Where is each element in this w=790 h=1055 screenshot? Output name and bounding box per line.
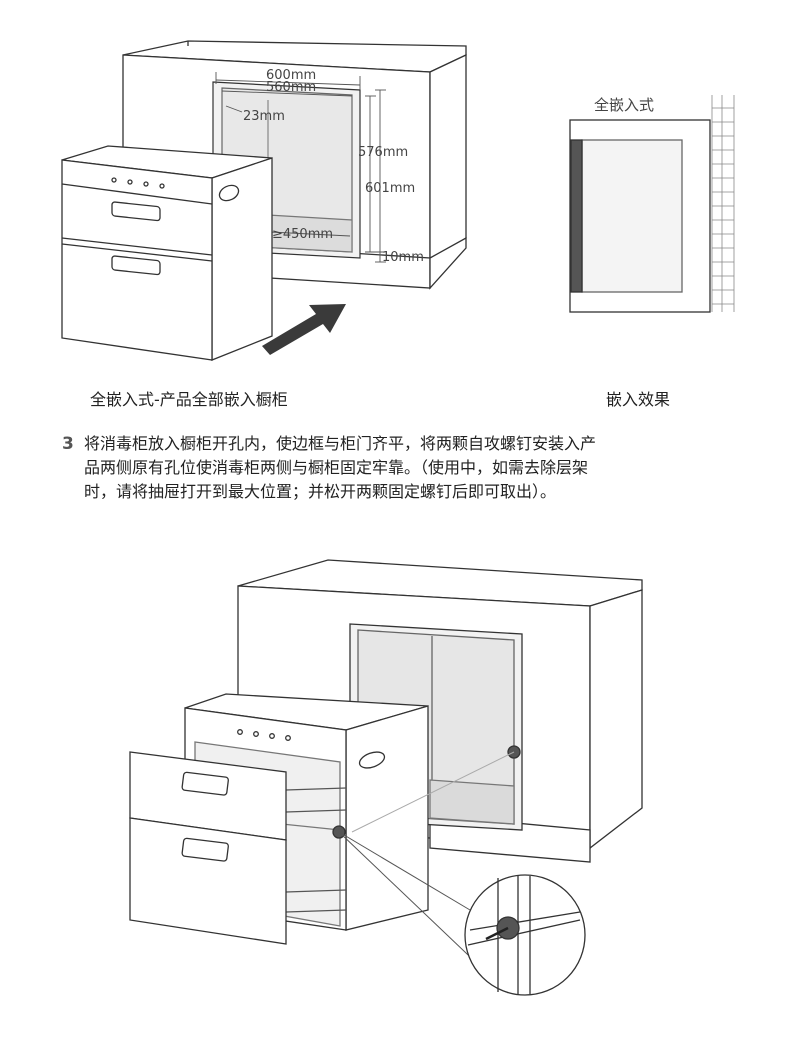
figure2-label: 全嵌入式 [594, 96, 655, 114]
step-line-1: 将消毒柜放入橱柜开孔内，使边框与柜门齐平，将两颗自攻螺钉安装入产 [84, 434, 597, 453]
step-line-2: 品两侧原有孔位使消毒柜两侧与橱柜固定牢靠。（使用中，如需去除层架 [84, 458, 589, 477]
wall-grid [711, 95, 735, 312]
figure1-dimension-lines [215, 72, 386, 263]
dim-side-gap: 23mm [243, 109, 285, 124]
dim-height-inner: 576mm [358, 145, 408, 160]
dim-height-outer: 601mm [365, 181, 415, 196]
step-number: 3 [62, 434, 74, 454]
screw-detail-magnifier [464, 874, 586, 996]
insert-arrow-icon [262, 304, 346, 355]
dim-width-outer: 600mm [266, 68, 316, 83]
step-text: 将消毒柜放入橱柜开孔内，使边框与柜门齐平，将两颗自攻螺钉安装入产 品两侧原有孔位… [84, 432, 744, 504]
figure1-caption: 全嵌入式-产品全部嵌入橱柜 [90, 390, 288, 409]
dim-width-inner: 560mm [266, 80, 316, 95]
dim-bottom-gap: 10mm [382, 250, 424, 265]
figure3-sterilizer [129, 693, 429, 945]
step-line-3: 时，请将抽屉打开到最大位置；并松开两颗固定螺钉后即可取出）。 [84, 482, 557, 501]
dim-depth: ≥450mm [272, 227, 333, 242]
figure2-embedded-effect [569, 95, 735, 313]
figure1-sterilizer [61, 145, 273, 361]
figure2-caption: 嵌入效果 [606, 390, 671, 409]
